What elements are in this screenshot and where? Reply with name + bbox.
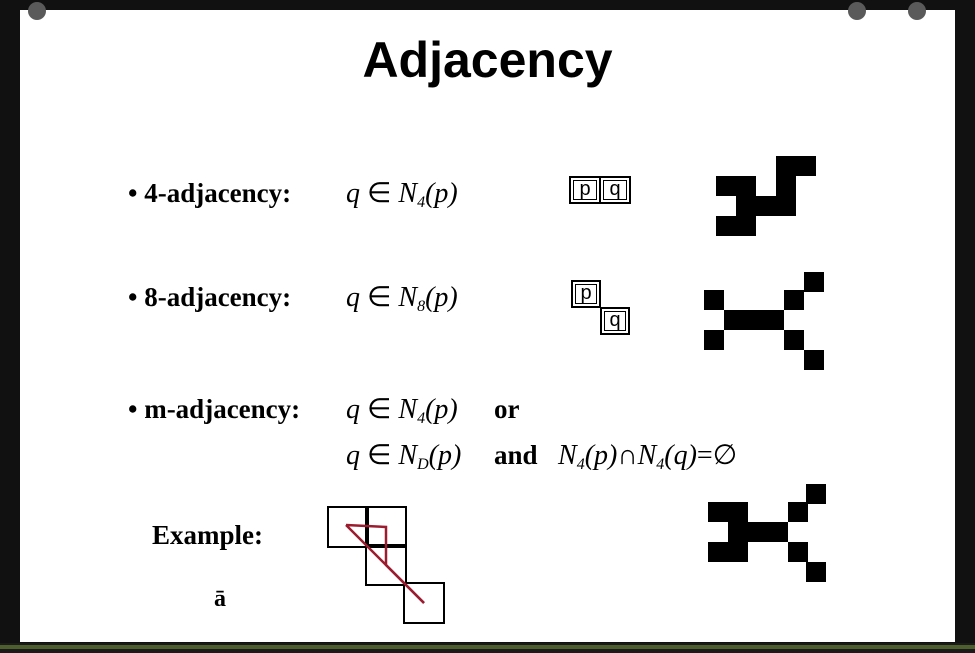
or-word: or: [494, 394, 520, 424]
four-adjacency-formula: q ∈ N4(p): [346, 178, 458, 211]
pixel-p-cell: p: [571, 280, 601, 308]
four-adjacency-label: • 4-adjacency:: [128, 178, 292, 208]
m-adjacency-example-grid: [327, 506, 445, 624]
m-adjacency-label: • m-adjacency:: [128, 394, 301, 424]
window-dot-icon: [908, 2, 926, 20]
pixel-p-cell: p: [569, 176, 601, 204]
window-dot-icon: [28, 2, 46, 20]
and-word: and: [494, 440, 538, 470]
example-label: Example:: [152, 520, 263, 550]
progress-line: [0, 645, 975, 649]
pixel-q-cell: q: [600, 307, 630, 335]
slide: Adjacency • 4-adjacency: q ∈ N4(p) p q •…: [20, 2, 955, 642]
footnote-text: ā: [214, 586, 226, 612]
m-adjacency-formula-2: q ∈ ND(p): [346, 440, 462, 473]
window-dot-icon: [848, 2, 866, 20]
eight-adjacency-label: • 8-adjacency:: [128, 282, 292, 312]
slide-title: Adjacency: [362, 32, 613, 88]
pixel-q-cell: q: [599, 176, 631, 204]
m-adjacency-formula-1: q ∈ N4(p): [346, 394, 458, 427]
eight-adjacency-formula: q ∈ N8(p): [346, 282, 458, 315]
m-adjacency-condition: N4(p)∩N4(q)=∅: [558, 440, 738, 473]
